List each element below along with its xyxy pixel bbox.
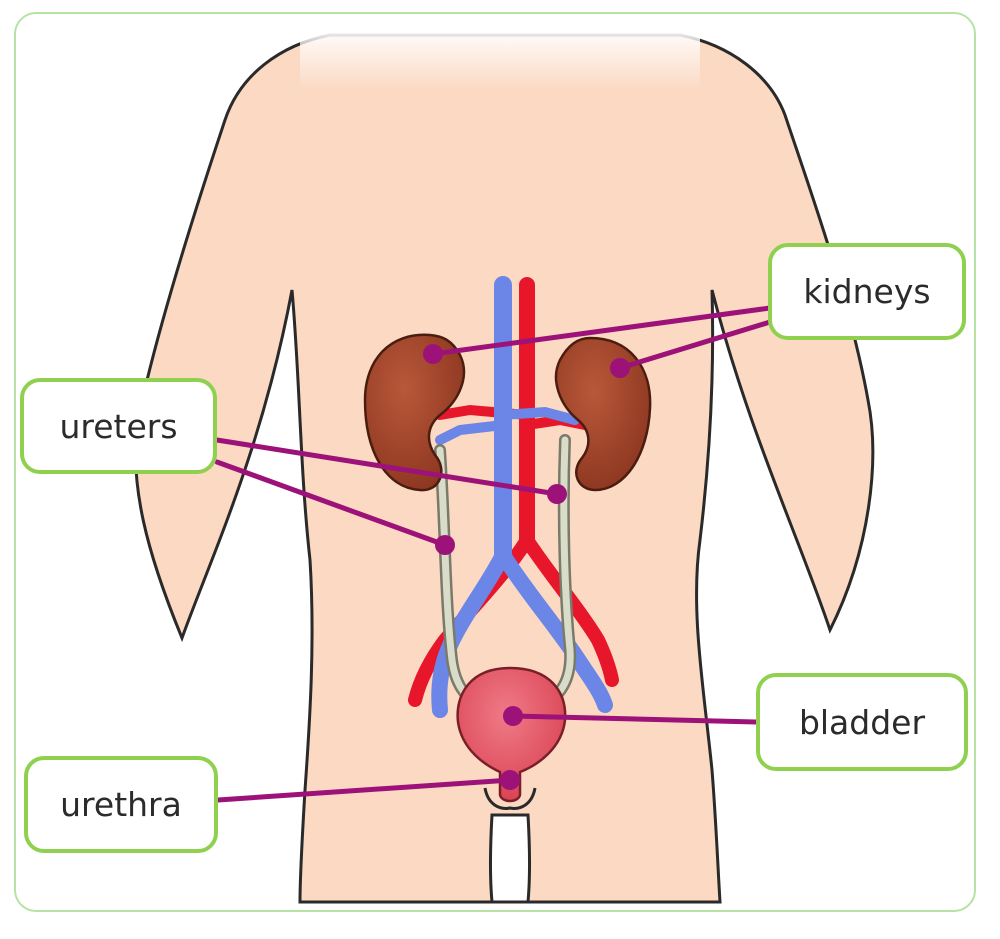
label-bladder: bladder bbox=[756, 673, 968, 771]
label-kidneys-text: kidneys bbox=[803, 272, 931, 311]
label-kidneys: kidneys bbox=[768, 243, 966, 340]
label-urethra-text: urethra bbox=[60, 785, 182, 824]
label-ureters-text: ureters bbox=[59, 406, 178, 446]
leg-gap bbox=[489, 813, 531, 904]
kidney-left bbox=[363, 333, 466, 492]
label-bladder-text: bladder bbox=[798, 702, 926, 742]
bladder-organ bbox=[456, 666, 567, 803]
label-ureters: ureters bbox=[20, 378, 217, 474]
leader-lines bbox=[214, 305, 773, 803]
kidney-right bbox=[554, 336, 652, 492]
leader-dots bbox=[423, 344, 630, 790]
diagram-frame bbox=[14, 12, 976, 912]
label-urethra: urethra bbox=[24, 756, 218, 853]
